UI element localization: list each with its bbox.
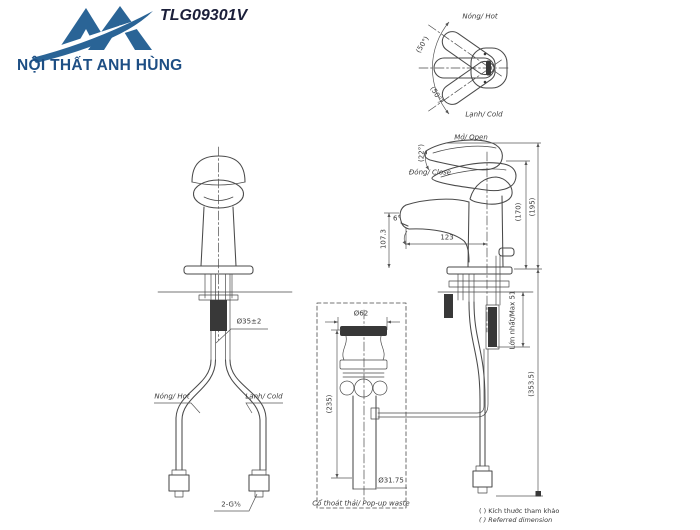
popup-waste-title: Cổ thoát thải/ Pop-up waste xyxy=(312,499,410,508)
dim-shank-diameter: Ø35±2 xyxy=(236,317,262,326)
sideview-close-label: Đóng/ Close xyxy=(408,168,452,177)
side-view-dimensions xyxy=(384,142,543,497)
dim-waste-length: (235) xyxy=(325,394,334,414)
frontview-hot-label: Nóng/ Hot xyxy=(154,392,190,401)
popup-waste-detail xyxy=(316,302,407,509)
sideview-open-label: Mở/ Open xyxy=(454,133,488,142)
dim-max-counter-thickness: Lớn nhất/Max 51 xyxy=(508,290,517,350)
brand-logo-icon xyxy=(32,6,153,63)
dim-stream-angle: 6° xyxy=(393,214,401,223)
dim-below-counter: (353.5) xyxy=(527,371,536,397)
faucet-side-view xyxy=(370,139,534,494)
dim-waste-top-diameter: Ø62 xyxy=(353,309,369,318)
note-vi: ( ) Kích thước tham khảo xyxy=(479,507,560,515)
dim-waste-tail-diameter: Ø31.75 xyxy=(378,476,404,485)
model-number: TLG09301V xyxy=(160,7,248,24)
dim-supply-thread: 2-G⅜ xyxy=(221,500,241,509)
dim-height-closed: (170) xyxy=(514,202,523,222)
faucet-front-view xyxy=(154,146,293,512)
topview-hot-label: Nóng/ Hot xyxy=(462,12,498,21)
dim-height-open: (195) xyxy=(528,197,537,217)
note-en: ( ) Referred dimension xyxy=(479,515,553,524)
brand-name: NỘI THẤT ANH HÙNG xyxy=(17,57,183,74)
handle-top-view xyxy=(418,21,510,115)
dim-spout-height: 107.3 xyxy=(379,228,388,250)
frontview-cold-label: Lạnh/ Cold xyxy=(245,392,283,401)
sideview-handle-angle: (22°) xyxy=(417,144,426,162)
topview-cold-label: Lạnh/ Cold xyxy=(465,110,503,119)
reference-notes: ( ) Kích thước tham khảo ( ) Referred di… xyxy=(479,507,559,525)
dim-spout-reach: 123 xyxy=(440,233,454,242)
